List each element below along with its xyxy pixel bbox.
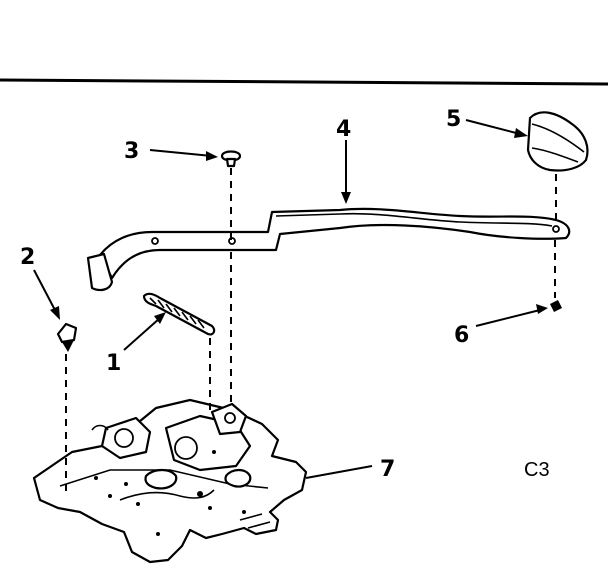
base-stud-hole [224, 412, 236, 424]
diagram-code: C3 [524, 459, 550, 481]
spring [142, 292, 216, 336]
screw [56, 322, 78, 352]
base-mount-hole [114, 428, 134, 448]
callout-4: 4 [336, 117, 351, 142]
callout-6: 6 [454, 323, 469, 348]
base-plate [32, 398, 308, 564]
stud-rivet [220, 150, 242, 168]
callout-3: 3 [124, 139, 139, 164]
callout-2: 2 [20, 245, 35, 270]
knob-cap [526, 111, 589, 172]
lever-end-hole [552, 225, 560, 233]
top-rule-line [0, 78, 608, 86]
callout-5: 5 [446, 107, 461, 132]
pin [550, 300, 562, 312]
callout-7: 7 [380, 457, 395, 482]
base-center-hole [174, 436, 198, 460]
lever-pivot-hole [151, 237, 159, 245]
leader-lines [33, 119, 548, 479]
lever-arm [86, 207, 571, 292]
callout-1: 1 [106, 351, 121, 376]
